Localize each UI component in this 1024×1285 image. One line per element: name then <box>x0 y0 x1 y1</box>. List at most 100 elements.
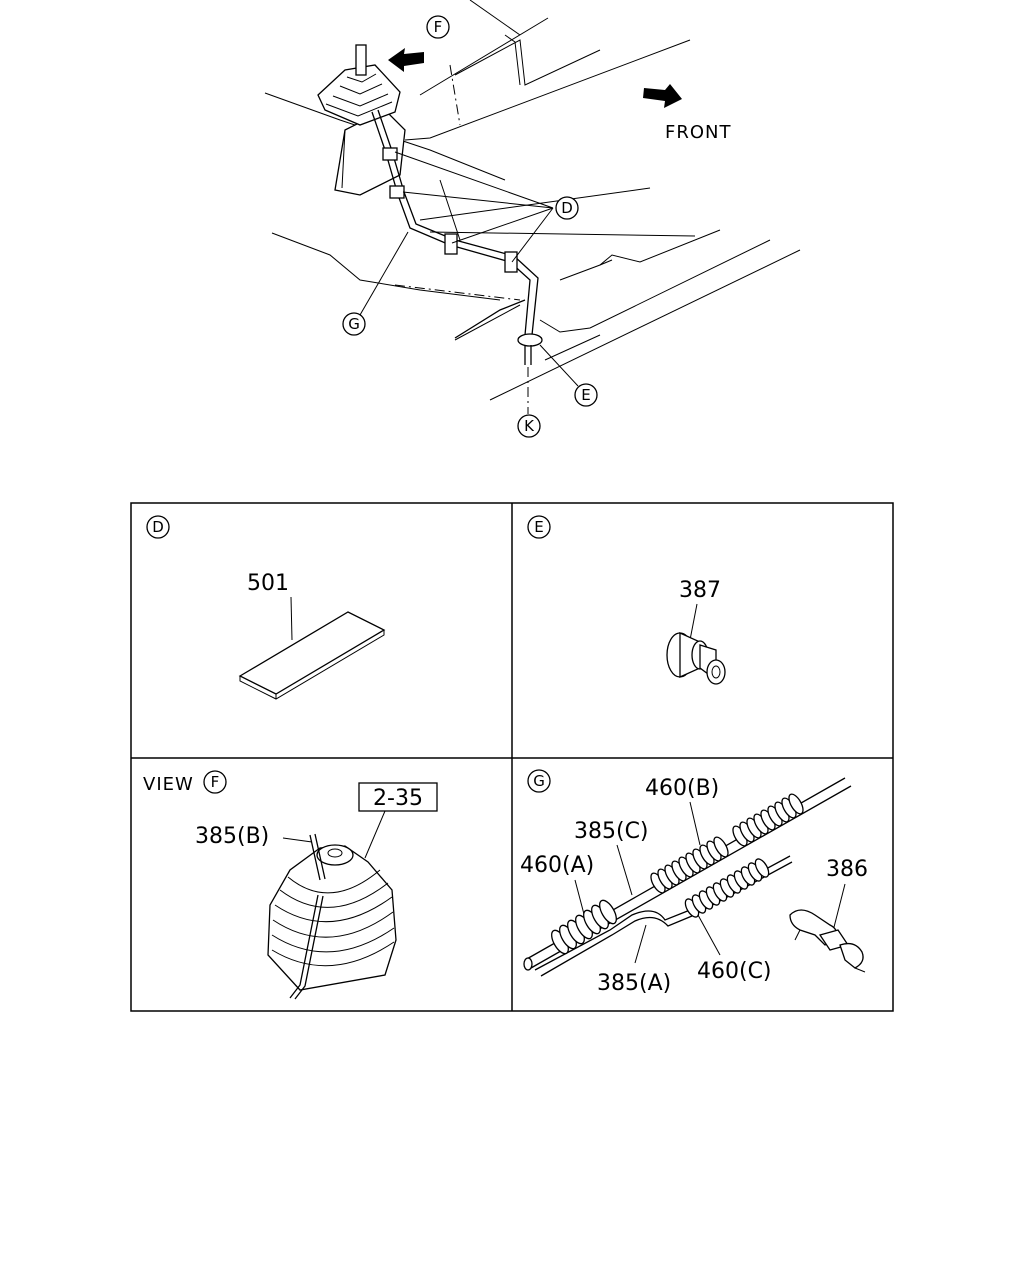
shift-lever <box>355 44 367 76</box>
part-460c-label: 460(C) <box>697 959 772 984</box>
callout-e-circle <box>574 383 598 407</box>
panel-g-marker-circle <box>527 769 551 793</box>
part-501-pad-edge <box>239 630 385 700</box>
bellows-460b <box>650 793 804 894</box>
callout-g: G <box>348 315 360 333</box>
leader-line <box>364 810 386 859</box>
boot-fold <box>346 73 377 83</box>
bellows-460a <box>551 899 617 955</box>
leader-line <box>634 924 647 964</box>
floor-outline <box>271 232 501 301</box>
callout-k: K <box>524 417 535 435</box>
floor-outline <box>419 17 549 96</box>
panel-f-marker: F <box>211 773 220 791</box>
part-385b-label: 385(B) <box>195 824 269 849</box>
boot-fold <box>332 93 389 107</box>
boot-fold <box>339 83 383 95</box>
leader-line <box>282 837 313 843</box>
panel-e: E 387 <box>527 515 726 685</box>
front-label: FRONT <box>665 122 732 143</box>
boot-fold <box>271 941 395 967</box>
part-387-grommet-hole <box>711 665 721 679</box>
floor-outline <box>454 304 521 341</box>
boot-fold <box>272 911 394 938</box>
cable-stub <box>524 345 532 365</box>
part-460b-label: 460(B) <box>645 776 719 801</box>
clip-386 <box>789 909 866 973</box>
bellows-460c <box>684 858 770 918</box>
console-edge <box>341 129 346 189</box>
floor-outline <box>454 39 601 86</box>
panel-g-marker: G <box>533 772 545 790</box>
callout-d-circle <box>555 196 579 220</box>
front-arrow-icon <box>643 84 682 108</box>
floor-outline <box>469 0 521 36</box>
part-387-grommet-end <box>706 659 726 685</box>
leader-line <box>574 879 586 919</box>
boot-fold <box>279 882 389 908</box>
boot-top-hole <box>327 848 343 858</box>
tunnel-outline <box>599 259 613 266</box>
panel-f-view-prefix: VIEW <box>143 774 194 795</box>
clamp-d <box>444 233 458 255</box>
floor-outline <box>544 334 601 361</box>
panel-d: D 501 <box>146 515 386 700</box>
shift-boot-detail <box>267 845 397 991</box>
shift-boot <box>317 64 401 126</box>
ref-box <box>358 782 438 812</box>
leader-line <box>359 231 409 316</box>
part-385c-label: 385(C) <box>574 819 649 844</box>
part-501-label: 501 <box>247 571 289 596</box>
boot-fold <box>287 869 381 894</box>
callout-k-circle <box>517 414 541 438</box>
panel-e-marker: E <box>534 518 543 536</box>
cable-385a <box>534 855 793 977</box>
leader-line <box>831 883 846 936</box>
part-460a-label: 460(A) <box>520 853 594 878</box>
part-386-label: 386 <box>826 857 868 882</box>
panel-g: G 460(B) 385(C) 460(A) 386 385(A) 460(C) <box>520 769 868 996</box>
panel-f: VIEW F 2-35 385(B) <box>143 770 438 1000</box>
part-387-label: 387 <box>679 578 721 603</box>
boot-fold <box>325 101 393 117</box>
floor-outline <box>489 249 801 401</box>
clamp-d <box>504 251 518 273</box>
grommet-e <box>517 333 543 347</box>
callout-d: D <box>561 199 573 217</box>
part-501-pad <box>238 611 386 695</box>
part-385a-label: 385(A) <box>597 971 671 996</box>
boot-fold <box>274 896 393 923</box>
main-assembly-view: FRONT F D G E K <box>264 0 801 438</box>
boot-fold <box>271 927 395 953</box>
cable-harness <box>454 299 526 339</box>
callout-e: E <box>581 386 590 404</box>
callout-f-circle <box>426 15 450 39</box>
boot-top-collar <box>316 844 354 866</box>
panel-d-marker: D <box>152 518 164 536</box>
cable-385b <box>289 894 324 1000</box>
leader-line <box>689 603 698 641</box>
leader-line <box>539 344 579 387</box>
leader-line <box>394 151 554 263</box>
floor-outline <box>539 239 771 333</box>
tunnel-outline <box>439 179 461 241</box>
leader-line <box>616 844 633 896</box>
panel-f-marker-circle <box>203 770 227 794</box>
panel-d-marker-circle <box>146 515 170 539</box>
detail-panels: D 501 E 387 VIEW F 2-35 385( <box>130 502 894 1012</box>
clamp-d <box>382 147 398 161</box>
tunnel-outline <box>559 229 721 281</box>
tunnel-outline <box>429 231 696 237</box>
callout-g-circle <box>342 312 366 336</box>
leader-line <box>689 801 701 846</box>
hidden-line <box>394 284 521 301</box>
view-arrow-icon <box>388 48 424 72</box>
floor-outline <box>504 34 521 86</box>
leader-line <box>697 914 721 956</box>
ref-box-label: 2-35 <box>373 786 423 811</box>
callout-f: F <box>434 18 443 36</box>
leader-line <box>290 596 293 641</box>
panel-e-marker-circle <box>527 515 551 539</box>
clamp-d <box>389 185 405 199</box>
